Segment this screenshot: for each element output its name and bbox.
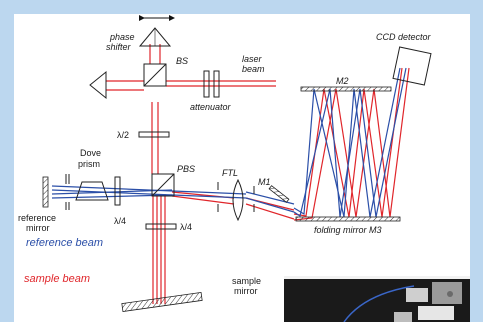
- label-folding-mirror: folding mirror M3: [314, 225, 382, 235]
- half-wave-plate: [138, 131, 170, 138]
- label-quarter-wave-ref: λ/4: [114, 216, 126, 226]
- label-m1: M1: [258, 177, 271, 187]
- label-prism: prism: [78, 159, 100, 169]
- folding-mirror-m3: [295, 216, 401, 222]
- mirror-m1: [268, 185, 290, 203]
- label-sample-beam: sample beam: [24, 273, 90, 285]
- label-sample: sample: [232, 276, 261, 286]
- optical-setup-diagram: phase shifter BS laser beam attenuator C…: [18, 15, 470, 322]
- label-dove: Dove: [80, 148, 101, 158]
- label-pbs: PBS: [177, 164, 195, 174]
- label-ccd-detector: CCD detector: [376, 32, 432, 42]
- retro-prism: [89, 70, 107, 100]
- label-reference-mirror: mirror: [26, 223, 50, 233]
- sample-beam-paths: [106, 44, 410, 304]
- sample-mirror: [121, 292, 203, 312]
- label-reference-beam: reference beam: [26, 237, 103, 249]
- ftl-lens: [232, 178, 244, 222]
- label-attenuator: attenuator: [190, 102, 232, 112]
- diagram-panel: phase shifter BS laser beam attenuator C…: [14, 14, 470, 322]
- label-shifter: shifter: [106, 42, 132, 52]
- attenuator-plate-2: [213, 70, 220, 98]
- label-reference: reference: [18, 213, 56, 223]
- label-laser: laser: [242, 54, 263, 64]
- label-bs: BS: [176, 56, 188, 66]
- setup-photo-inset: [284, 276, 470, 322]
- mirror-m2: [300, 86, 392, 92]
- polarizing-beam-splitter: [151, 173, 175, 197]
- attenuator-plate-1: [203, 70, 210, 98]
- dove-prism: [75, 181, 109, 201]
- beam-splitter-cube: [143, 63, 167, 87]
- label-quarter-wave-sample: λ/4: [180, 222, 192, 232]
- reference-mirror: [42, 176, 49, 208]
- label-m2: M2: [336, 76, 349, 86]
- label-ftl: FTL: [222, 168, 238, 178]
- label-phase: phase: [109, 32, 135, 42]
- quarter-wave-plate-sample: [145, 223, 177, 230]
- label-half-wave: λ/2: [117, 130, 129, 140]
- label-sample-mirror: mirror: [234, 286, 258, 296]
- quarter-wave-plate-ref: [114, 176, 121, 206]
- ccd-detector: [392, 46, 432, 86]
- label-laser-beam: beam: [242, 64, 265, 74]
